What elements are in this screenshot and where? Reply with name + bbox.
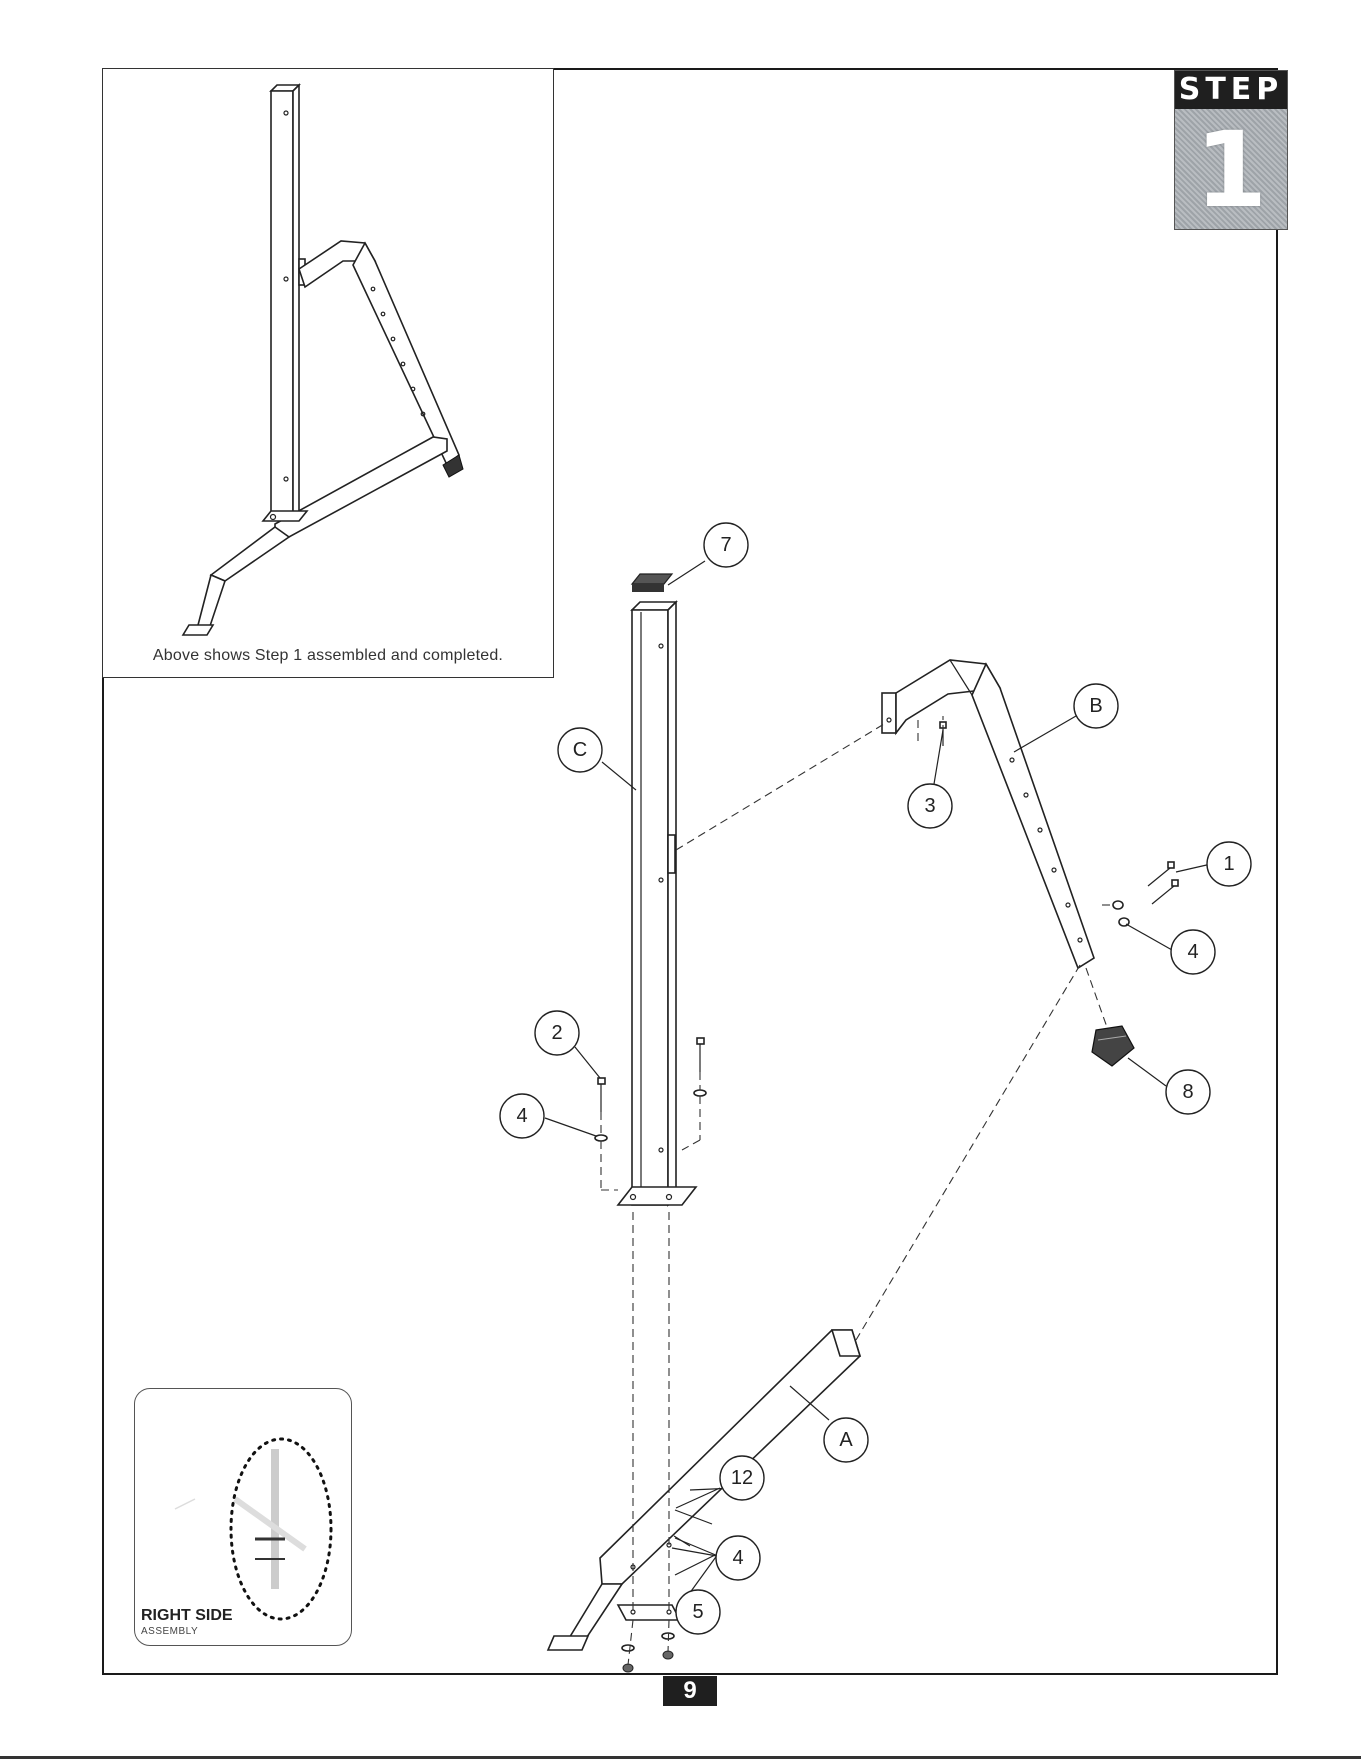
step-number: 1 — [1175, 109, 1287, 230]
callout-4-brace: 4 — [1171, 930, 1215, 974]
svg-text:12: 12 — [731, 1467, 753, 1489]
callout-2: 2 — [535, 1011, 579, 1055]
end-cap-7 — [632, 574, 672, 592]
right-side-subtitle: ASSEMBLY — [141, 1626, 198, 1637]
washer-4-brace-a — [1113, 901, 1123, 909]
step-badge: STEP 1 — [1174, 70, 1288, 230]
svg-text:5: 5 — [692, 1601, 703, 1623]
right-side-assembly-thumbnail: RIGHT SIDE ASSEMBLY — [134, 1388, 352, 1646]
svg-text:C: C — [573, 739, 587, 761]
callout-8: 8 — [1166, 1070, 1210, 1114]
upright-post-c — [618, 602, 696, 1205]
inset-caption: Above shows Step 1 assembled and complet… — [103, 647, 553, 665]
svg-text:B: B — [1089, 695, 1102, 717]
callout-a: A — [824, 1418, 868, 1462]
svg-text:8: 8 — [1182, 1081, 1193, 1103]
callout-1: 1 — [1207, 842, 1251, 886]
callout-12: 12 — [720, 1456, 764, 1500]
callout-4-post: 4 — [500, 1094, 544, 1138]
bolt-2-left — [598, 1078, 605, 1112]
svg-text:3: 3 — [924, 795, 935, 817]
svg-text:A: A — [839, 1429, 853, 1451]
svg-text:1: 1 — [1223, 853, 1234, 875]
right-side-title: RIGHT SIDE — [141, 1607, 233, 1625]
svg-text:7: 7 — [720, 534, 731, 556]
rubber-foot-8 — [1092, 1026, 1134, 1066]
nut-5-left — [623, 1664, 633, 1672]
washer-4-left — [595, 1135, 607, 1141]
nut-5-right — [663, 1651, 673, 1659]
washer-4-right — [694, 1090, 706, 1096]
page-number: 9 — [663, 1676, 717, 1706]
bolts-1 — [1148, 862, 1178, 904]
callout-7: 7 — [704, 523, 748, 567]
bolt-2-right — [697, 1038, 704, 1072]
step-number-box: 1 — [1175, 109, 1287, 230]
svg-text:4: 4 — [516, 1105, 527, 1127]
svg-text:4: 4 — [1187, 941, 1198, 963]
callout-3: 3 — [908, 784, 952, 828]
callout-c: C — [558, 728, 602, 772]
callout-5: 5 — [676, 1590, 720, 1634]
bottom-rule — [0, 1756, 1361, 1759]
washer-4-bottom-left — [622, 1645, 634, 1651]
callout-4-bottom: 4 — [716, 1536, 760, 1580]
svg-text:4: 4 — [732, 1547, 743, 1569]
completed-assembly-inset: Above shows Step 1 assembled and complet… — [102, 68, 554, 678]
callout-b: B — [1074, 684, 1118, 728]
completed-assembly-drawing — [103, 69, 553, 639]
svg-text:2: 2 — [551, 1022, 562, 1044]
step-word: STEP — [1175, 71, 1287, 109]
